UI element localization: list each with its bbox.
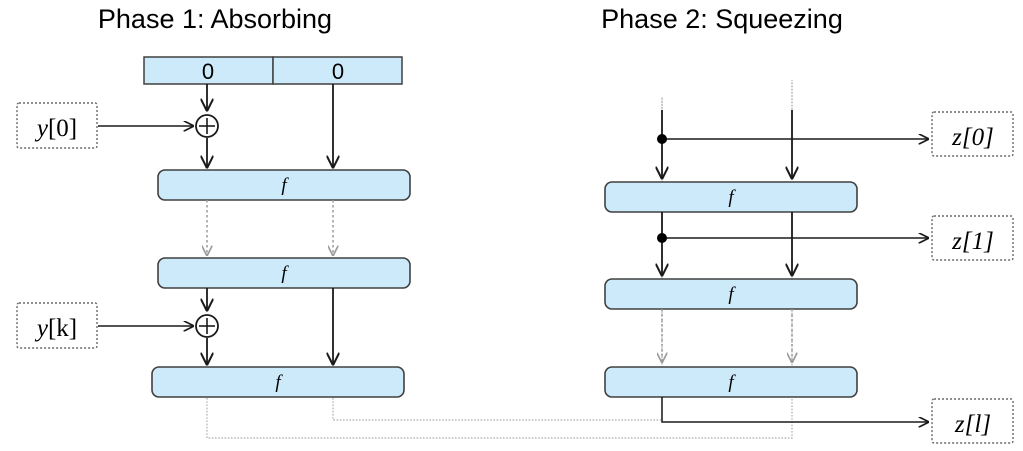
- phase2-f-block-1: f: [604, 181, 858, 213]
- tap-dot-z0: [657, 134, 667, 144]
- phase2-f-block-2-label: f: [728, 284, 736, 305]
- input-box-y0-label: y[0]: [34, 115, 77, 142]
- output-box-z0-frame: [931, 111, 1014, 157]
- phase1-f-block-1-label: f: [281, 175, 289, 196]
- output-box-z1-label: z[1]: [951, 228, 994, 255]
- phase2-f-block-2-rect: [604, 278, 858, 310]
- state-cell-0: [143, 56, 274, 85]
- input-yk-var: y: [34, 315, 49, 342]
- output-z1-var: z: [951, 228, 962, 255]
- wire-f3-to-zl: [661, 397, 928, 422]
- output-z0-index: [0]: [962, 124, 994, 151]
- input-box-yk-label: y[k]: [34, 315, 77, 342]
- phase1-f-block-3-rect: [151, 366, 405, 398]
- xor-gate-2: [195, 314, 219, 338]
- state-cell-1: [272, 56, 403, 85]
- phase1-f-block-1-rect: [157, 169, 411, 201]
- input-box-y0: y[0]: [16, 102, 98, 149]
- output-z1-index: [1]: [962, 228, 994, 255]
- feedback-path-inner: [332, 97, 663, 421]
- output-box-zl-frame: [931, 398, 1014, 444]
- phase1-f-block-2-label: f: [281, 263, 289, 284]
- phase2-f-block-3-label: f: [728, 372, 736, 393]
- output-box-z1-frame: [931, 215, 1014, 261]
- tap-dot-z1: [657, 233, 667, 243]
- state-bar: 0 0: [143, 56, 403, 85]
- phase2-f-block-3-rect: [604, 366, 858, 398]
- output-zl-var: z: [954, 411, 965, 438]
- phase-2-title: Phase 2: Squeezing: [601, 4, 843, 34]
- output-box-zl: z[l]: [931, 398, 1014, 444]
- phase1-f-block-3-label: f: [275, 372, 283, 393]
- input-box-yk-frame: [16, 302, 98, 349]
- phase1-f-block-2: f: [157, 257, 411, 289]
- phase2-f-block-2: f: [604, 278, 858, 310]
- phase2-f-block-1-label: f: [728, 187, 736, 208]
- state-cell-1-value: 0: [332, 59, 344, 84]
- xor-gate-1: [195, 114, 219, 138]
- output-box-zl-label: z[l]: [954, 411, 991, 438]
- input-yk-index: [k]: [48, 315, 77, 342]
- phase1-f-block-1: f: [157, 169, 411, 201]
- input-box-yk: y[k]: [16, 302, 98, 349]
- phase1-f-block-3: f: [151, 366, 405, 398]
- input-box-y0-frame: [16, 102, 98, 149]
- output-box-z0-label: z[0]: [951, 124, 994, 151]
- output-box-z0: z[0]: [931, 111, 1014, 157]
- phase1-f-block-2-rect: [157, 257, 411, 289]
- output-zl-index: [l]: [965, 411, 991, 438]
- feedback-path-outer: [206, 80, 793, 439]
- input-y0-index: [0]: [48, 115, 77, 142]
- phase-1-title: Phase 1: Absorbing: [98, 4, 332, 34]
- phase2-f-block-1-rect: [604, 181, 858, 213]
- input-y0-var: y: [34, 115, 49, 142]
- output-z0-var: z: [951, 124, 962, 151]
- phase2-f-block-3: f: [604, 366, 858, 398]
- output-box-z1: z[1]: [931, 215, 1014, 261]
- state-cell-0-value: 0: [202, 59, 214, 84]
